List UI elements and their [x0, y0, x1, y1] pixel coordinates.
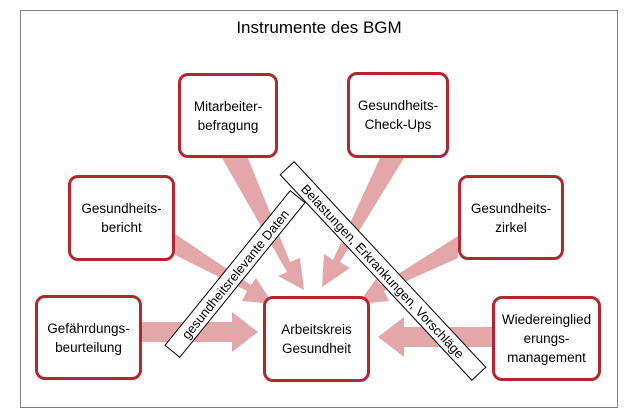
box-gesundheitszirkel: Gesundheits- zirkel [458, 175, 564, 260]
arrow-gesundheitszirkel [358, 236, 458, 304]
arrow-gesundheits-checkups [322, 158, 404, 287]
arrow-gesundheitsbericht [175, 234, 273, 304]
box-gesundheits-checkups: Gesundheits- Check-Ups [347, 72, 449, 158]
diagram-title: Instrumente des BGM [236, 18, 402, 37]
box-gesundheitsbericht: Gesundheits- bericht [68, 175, 175, 261]
box-wiedereingliederungsmanagement: Wiedereinglied erungs- management [492, 296, 601, 381]
box-mitarbeiterbefragung: Mitarbeiter- befragung [178, 73, 278, 158]
box-gefaehrdungsbeurteilung: Gefährdungs- beurteilung [35, 295, 142, 380]
box-arbeitskreis-gesundheit: Arbeitskreis Gesundheit [263, 296, 370, 382]
